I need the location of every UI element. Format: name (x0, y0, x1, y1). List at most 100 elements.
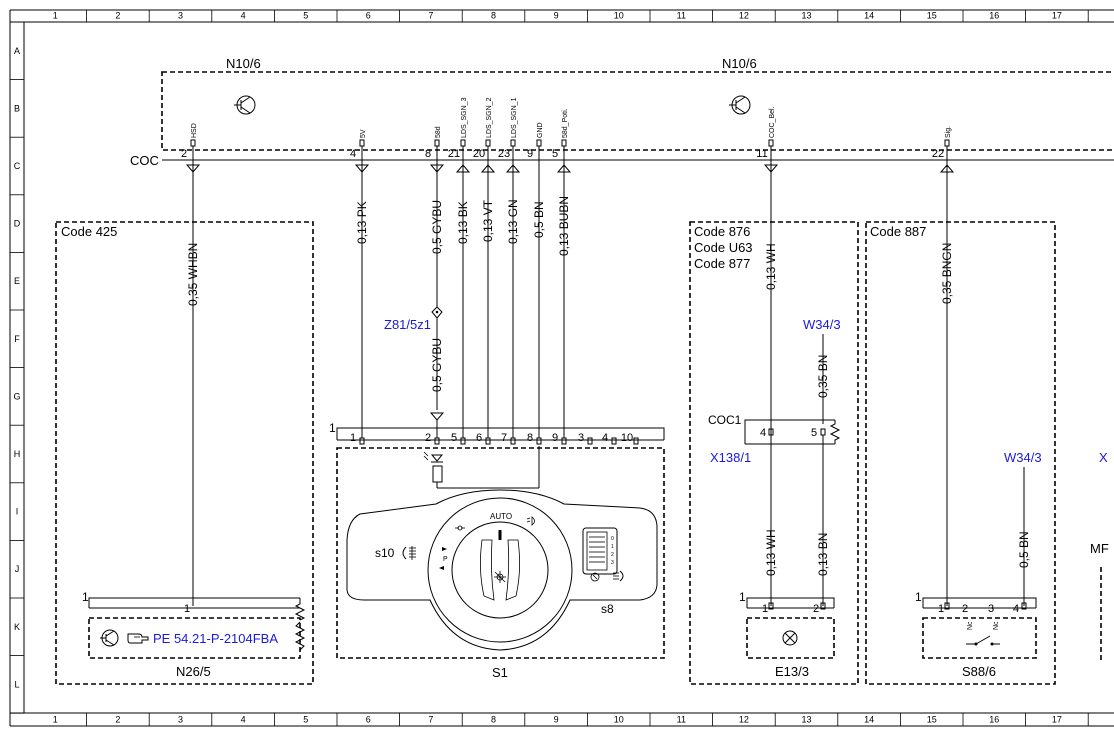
mf-edge-label: MF (1090, 541, 1109, 556)
e13-pin-2: 2 (813, 603, 819, 615)
dimmer-scale-2: 2 (611, 552, 614, 558)
grid-column-label: 5 (303, 11, 308, 21)
code-876-box (689, 221, 859, 685)
n26-5-component: 1 1 PE 54.21-P-2104FBA N26/5 (82, 590, 306, 679)
grid-column-label: 3 (178, 715, 183, 725)
s1-name: S1 (492, 665, 508, 680)
top-pin-name: Sig. (945, 126, 952, 138)
dimmer-scale-3: 3 (611, 560, 614, 566)
grid-column-label: 6 (366, 715, 371, 725)
grid-row-label: L (14, 679, 19, 689)
s1-pin-socket (510, 437, 516, 445)
coc-label: COC (130, 153, 159, 168)
n26-corner: 1 (82, 590, 89, 604)
ref-w34-upper[interactable]: W34/3 (803, 317, 841, 332)
arrow-down-icon (185, 164, 201, 173)
dashboard-light-icon (590, 572, 600, 582)
pin-socket (536, 139, 542, 147)
wire-label-whbn: 0,35 WHBN (186, 243, 200, 306)
top-pin-number: 8 (425, 148, 431, 160)
arrow-down-icon (429, 412, 445, 421)
top-pin-name: HSD (191, 123, 198, 138)
top-pin-number: 5 (552, 148, 558, 160)
wire-label-vt: 0,13 VT (481, 199, 495, 242)
arrow-up-icon (480, 164, 496, 173)
dimmer-wheel[interactable]: 0 1 2 3 (582, 527, 618, 575)
side-light-left-icon (439, 566, 444, 570)
grid-column-label: 5 (303, 715, 308, 725)
s1-pin-number: 1 (350, 432, 356, 444)
wire-label-gn: 0,13 GN (506, 199, 520, 244)
s8-label: s8 (601, 602, 614, 616)
grid-column-label: 8 (491, 715, 496, 725)
s88-pin-2: 2 (962, 603, 968, 615)
grid-column-label: 17 (1052, 715, 1062, 725)
s1-pin-socket (611, 437, 617, 445)
s1-pin-socket (434, 437, 440, 445)
pin-socket (510, 139, 516, 147)
led-icon (423, 451, 444, 463)
grid-column-label: 12 (739, 715, 749, 725)
code-425-label: Code 425 (61, 224, 117, 239)
grid-column-label: 16 (989, 11, 999, 21)
grid-column-label: 8 (491, 11, 496, 21)
top-pin-name: LDS_SGN_1 (511, 97, 518, 138)
top-pin-number: 21 (448, 148, 460, 160)
s1-pin-socket (460, 437, 466, 445)
grid-row-label: I (16, 507, 19, 517)
ref-x138[interactable]: X138/1 (710, 450, 751, 465)
s1-pin-number: 5 (451, 432, 457, 444)
arrow-down-icon (429, 164, 445, 173)
grid-column-label: 7 (428, 11, 433, 21)
s1-corner-number: 1 (329, 421, 336, 435)
n26-name: N26/5 (176, 664, 211, 679)
grid-column-label: 13 (801, 11, 811, 21)
coc1-pin-5: 5 (811, 427, 817, 439)
s1-pin-socket (633, 437, 639, 445)
grid-column-label: 11 (677, 11, 686, 21)
wire-label-pk: 0,13 PK (355, 201, 369, 244)
module-label-left: N10/6 (226, 56, 261, 71)
top-pin-name: COC_Bel. (769, 106, 776, 138)
top-pin-name: LDS_SGN_3 (461, 97, 468, 138)
top-pin-name: 58d (435, 126, 442, 138)
s1-pin-socket (561, 437, 567, 445)
s88-pin-1: 1 (938, 603, 944, 615)
wire-label-gybu-lower: 0,5 GYBU (430, 338, 444, 392)
coc1-label: COC1 (708, 413, 742, 427)
pointing-hand-icon (127, 633, 149, 644)
low-beam-icon (526, 516, 535, 526)
grid-column-label: 4 (241, 11, 246, 21)
splice-diamond-icon (431, 306, 443, 319)
rear-fog-icon (613, 570, 624, 582)
ref-w34-lower[interactable]: W34/3 (1004, 450, 1042, 465)
code-425-box (55, 221, 314, 685)
rotary-knob[interactable] (451, 521, 549, 619)
transistor-icon (100, 629, 119, 647)
grid-row-label: F (14, 334, 20, 344)
grid-column-label: 16 (989, 715, 999, 725)
grid-column-label: 15 (927, 11, 937, 21)
s88-nc-a: Nc (967, 621, 974, 630)
s88-pin-3: 3 (988, 603, 994, 615)
top-pins: 2HSD45V858d21LDS_SGN_320LDS_SGN_223LDS_S… (181, 97, 952, 172)
pe-reference-link[interactable]: PE 54.21-P-2104FBA (153, 631, 278, 646)
pin-socket (944, 139, 950, 147)
arrow-up-icon (556, 164, 572, 173)
pin-socket (485, 139, 491, 147)
module-label-right: N10/6 (722, 56, 757, 71)
s10-label: s10 (375, 546, 395, 560)
ref-z81[interactable]: Z81/5z1 (384, 317, 431, 332)
code-887-box (865, 221, 1056, 685)
fog-light-icon (402, 546, 416, 560)
grid-row-label: A (14, 46, 20, 56)
grid-row-label: K (14, 622, 20, 632)
s1-pin-number: 10 (621, 432, 633, 444)
coc1-connector: COC1 4 5 (708, 413, 841, 445)
code-887-label: Code 887 (870, 224, 926, 239)
top-pin-number: 9 (527, 148, 533, 160)
ref-x-edge[interactable]: X (1099, 450, 1108, 465)
coc1-pin-4: 4 (760, 427, 766, 439)
